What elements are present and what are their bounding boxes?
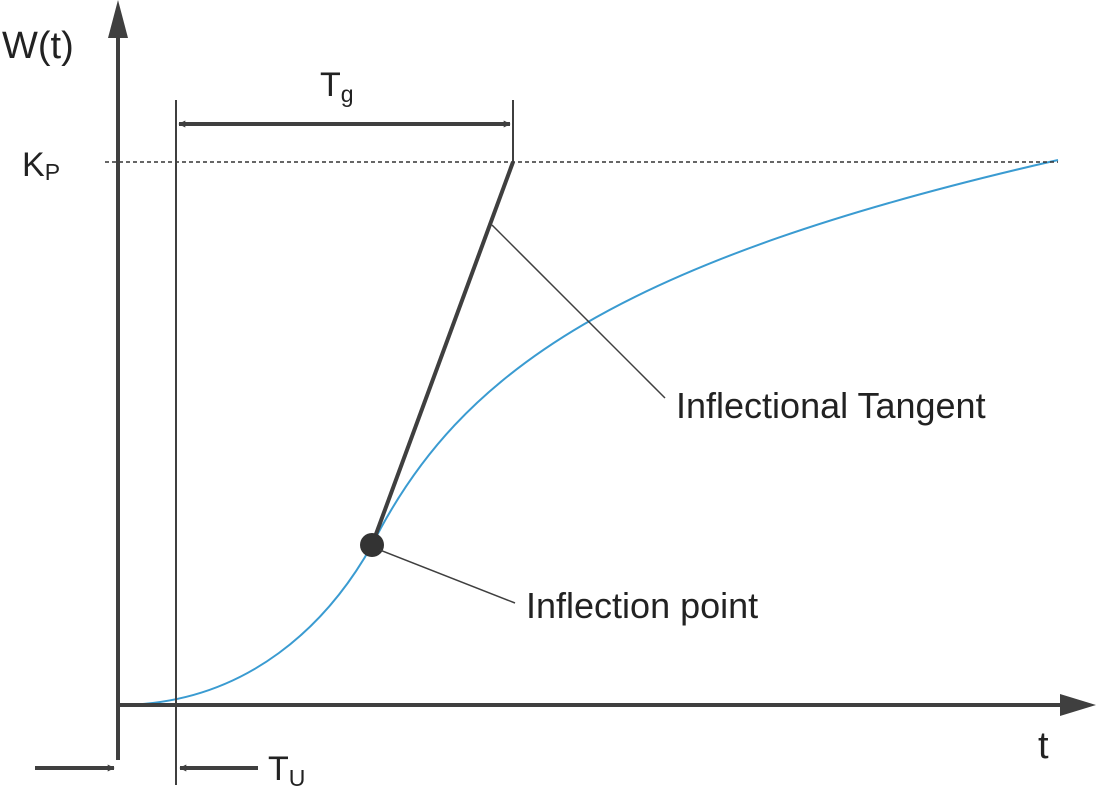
step-response-curve <box>117 159 1059 706</box>
steady-state-label: KP <box>22 146 60 185</box>
inflection-annotation: Inflection point <box>526 585 758 626</box>
steady-state-label-sub: P <box>45 159 60 185</box>
x-axis-arrowhead <box>1060 694 1096 716</box>
tu-label-main: T <box>268 750 289 788</box>
y-axis-arrowhead <box>108 0 128 38</box>
tu-label: TU <box>268 750 305 789</box>
tangent-leader-line <box>491 224 666 399</box>
steady-state-label-main: K <box>22 146 45 184</box>
inflectional-tangent-line <box>370 161 515 546</box>
tg-label: Tg <box>320 66 354 107</box>
tangent-annotation: Inflectional Tangent <box>676 385 986 426</box>
x-axis-label: t <box>1038 725 1049 767</box>
tg-label-sub: g <box>341 81 354 107</box>
tu-label-sub: U <box>289 765 306 789</box>
inflection-leader-line <box>379 549 516 604</box>
y-axis-label: W(t) <box>2 25 74 67</box>
inflection-point-marker <box>360 533 384 557</box>
tg-label-main: T <box>320 66 341 104</box>
